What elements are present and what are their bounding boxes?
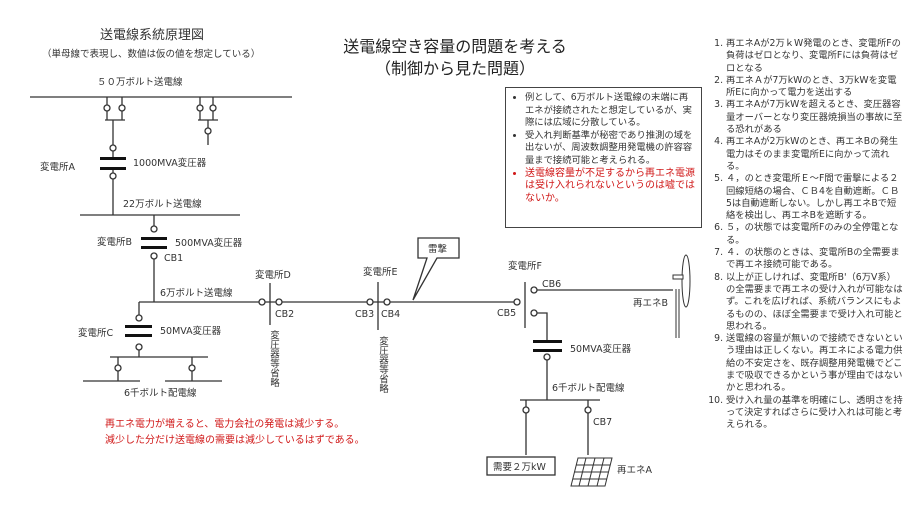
cb3-label: CB3 xyxy=(355,309,374,320)
cb2-breaker-icon xyxy=(275,298,283,306)
breaker-icon xyxy=(530,309,538,317)
breaker-icon xyxy=(118,104,126,112)
cb1-breaker-icon xyxy=(150,252,158,260)
breaker-icon xyxy=(204,127,212,135)
cb1-label: CB1 xyxy=(164,253,183,264)
diagram-title: 送電線系統原理図 xyxy=(100,27,204,43)
breaker-icon xyxy=(209,104,217,112)
line-500kv: ５０万ボルト送電線 xyxy=(30,76,292,145)
breaker-icon xyxy=(188,364,196,372)
note-bullet-highlight: 送電線容量が不足するから再エネ電源は受け入れられないというのは嘘ではないか。 xyxy=(525,168,695,206)
breaker-icon xyxy=(543,353,551,361)
breaker-icon xyxy=(522,406,530,414)
cb4-label: CB4 xyxy=(381,309,400,320)
main-title: 送電線空き容量の問題を考える xyxy=(343,37,567,56)
breaker-icon xyxy=(103,104,111,112)
transformer-icon xyxy=(125,334,152,337)
list-item: 再エネＡが7万kWのとき、3万kWを変電所Eに向かって電力を送出する xyxy=(726,75,904,100)
note-bullet: 例として、6万ボルト送電線の末端に再エネが接続されたと想定しているが、実際には広… xyxy=(525,92,695,130)
transformer-icon xyxy=(533,349,562,352)
transformer-b-label: 500MVA変圧器 xyxy=(175,237,243,249)
substation-d-label: 変電所D xyxy=(255,269,291,281)
transformer-f-label: 50MVA変圧器 xyxy=(570,343,632,355)
list-item: 送電線の容量が無いので接続できないという理由は正しくない。再エネによる電力供給の… xyxy=(726,333,904,394)
breaker-icon xyxy=(150,225,158,233)
cb6-breaker-icon xyxy=(530,286,538,294)
substation-a: 変電所A 1000MVA変圧器 xyxy=(40,144,207,215)
cb5-label: CB5 xyxy=(497,308,516,319)
wind-turbine-icon xyxy=(672,254,691,338)
cb6-label: CB6 xyxy=(542,279,561,290)
cb3-breaker-icon xyxy=(366,298,374,306)
main-subtitle: （制御から見た問題） xyxy=(375,59,535,78)
breaker-icon xyxy=(114,364,122,372)
omitted-e-label: 変圧器等省略 xyxy=(377,336,388,393)
renewable-b-label: 再エネB xyxy=(633,298,668,309)
breaker-icon xyxy=(135,343,143,351)
line-500kv-label: ５０万ボルト送電線 xyxy=(97,76,183,88)
list-item: ４．の状態のときは、変電所Bの全需要まで再エネ接続可能である。 xyxy=(726,247,904,272)
cb7-label: CB7 xyxy=(593,417,612,428)
list-item: ４，のとき変電所Ｅ～F間で雷撃による２回線短絡の場合、ＣＢ4を自動遮断。ＣＢ5は… xyxy=(726,173,904,222)
lightning-callout: 雷撃 xyxy=(412,237,460,301)
breaker-icon xyxy=(135,314,143,322)
list-item: 以上が正しければ、変電所B'（6万V系）の全需要まで再エネの受け入れが可能なはず… xyxy=(726,272,904,333)
red-note-line1: 再エネ電力が増えると、電力会社の発電は減少する。 xyxy=(105,417,344,430)
substation-f: 変電所F CB6 CB5 50MVA変圧器 6千ボルト配電線 CB7 需要２万k… xyxy=(486,254,691,487)
red-note-line2: 減少した分だけ送電線の需要は減少しているはずである。 xyxy=(105,433,365,446)
solar-panel-icon xyxy=(570,457,613,487)
transformer-a-label: 1000MVA変圧器 xyxy=(133,157,207,169)
breaker-icon xyxy=(258,298,266,306)
substation-f-label: 変電所F xyxy=(508,260,542,272)
substation-e-label: 変電所E xyxy=(363,266,398,278)
transformer-icon xyxy=(100,157,126,160)
substation-b: 変電所B 500MVA変圧器 CB1 xyxy=(97,215,243,302)
cb2-label: CB2 xyxy=(275,309,294,320)
note-box: 例として、6万ボルト送電線の末端に再エネが接続されたと想定しているが、実際には広… xyxy=(505,87,702,228)
line-60kv-label: 6万ボルト送電線 xyxy=(160,287,233,299)
line-220kv-label: 22万ボルト送電線 xyxy=(123,198,202,210)
dist-line-f-label: 6千ボルト配電線 xyxy=(552,382,625,394)
substation-a-label: 変電所A xyxy=(40,161,76,173)
breaker-icon xyxy=(196,104,204,112)
transformer-icon xyxy=(533,340,562,343)
list-item: 再エネAが2万ｋW発電のとき、変電所Fの負荷はゼロとなり、変電所Fには負荷はゼロ… xyxy=(726,38,904,75)
substation-c: 変電所C 50MVA変圧器 6千ボルト配電線 xyxy=(78,302,222,399)
transformer-icon xyxy=(141,246,167,249)
cb5-breaker-icon xyxy=(513,298,521,306)
demand-label: 需要２万kW xyxy=(493,462,547,473)
transformer-icon xyxy=(141,237,167,240)
list-item: 再エネAが7万kWを超えるとき、変圧器容量オーバーとなり変圧器焼損当の事故に至る… xyxy=(726,99,904,136)
list-item: ５，の状態では変電所Fのみの全停電となる。 xyxy=(726,222,904,247)
points-list: 再エネAが2万ｋW発電のとき、変電所Fの負荷はゼロとなり、変電所Fには負荷はゼロ… xyxy=(704,38,904,432)
list-item: 再エネAが2万kWのとき、再エネBの発生電力はそのまま変電所Eに向かって流れる。 xyxy=(726,136,904,173)
demand-box xyxy=(486,456,556,476)
substation-b-label: 変電所B xyxy=(97,236,132,248)
transformer-icon xyxy=(100,167,126,170)
note-bullet: 受入れ判断基準が秘密であり推測の域を出ないが、周波数調整用発電機の許容容量まで接… xyxy=(525,130,695,168)
cb4-breaker-icon xyxy=(383,298,391,306)
dist-line-c-label: 6千ボルト配電線 xyxy=(124,387,197,399)
diagram-subtitle: （単母線で表現し、数値は仮の値を想定している） xyxy=(42,48,260,60)
renewable-a-label: 再エネA xyxy=(617,465,653,476)
list-item: 受け入れ量の基準を明確にし、透明さを持って決定すればさらに受け入れは可能と考えら… xyxy=(726,395,904,432)
cb7-breaker-icon xyxy=(584,406,592,414)
breaker-icon xyxy=(109,144,117,152)
substation-e: 変電所E CB3 CB4 xyxy=(355,266,400,330)
breaker-icon xyxy=(109,172,117,180)
substation-d: 変電所D CB2 xyxy=(255,269,294,325)
lightning-label: 雷撃 xyxy=(428,243,448,255)
omitted-d-label: 変圧器等省略 xyxy=(268,330,279,387)
transformer-c-label: 50MVA変圧器 xyxy=(160,325,222,337)
substation-c-label: 変電所C xyxy=(78,327,114,339)
transformer-icon xyxy=(125,325,152,328)
